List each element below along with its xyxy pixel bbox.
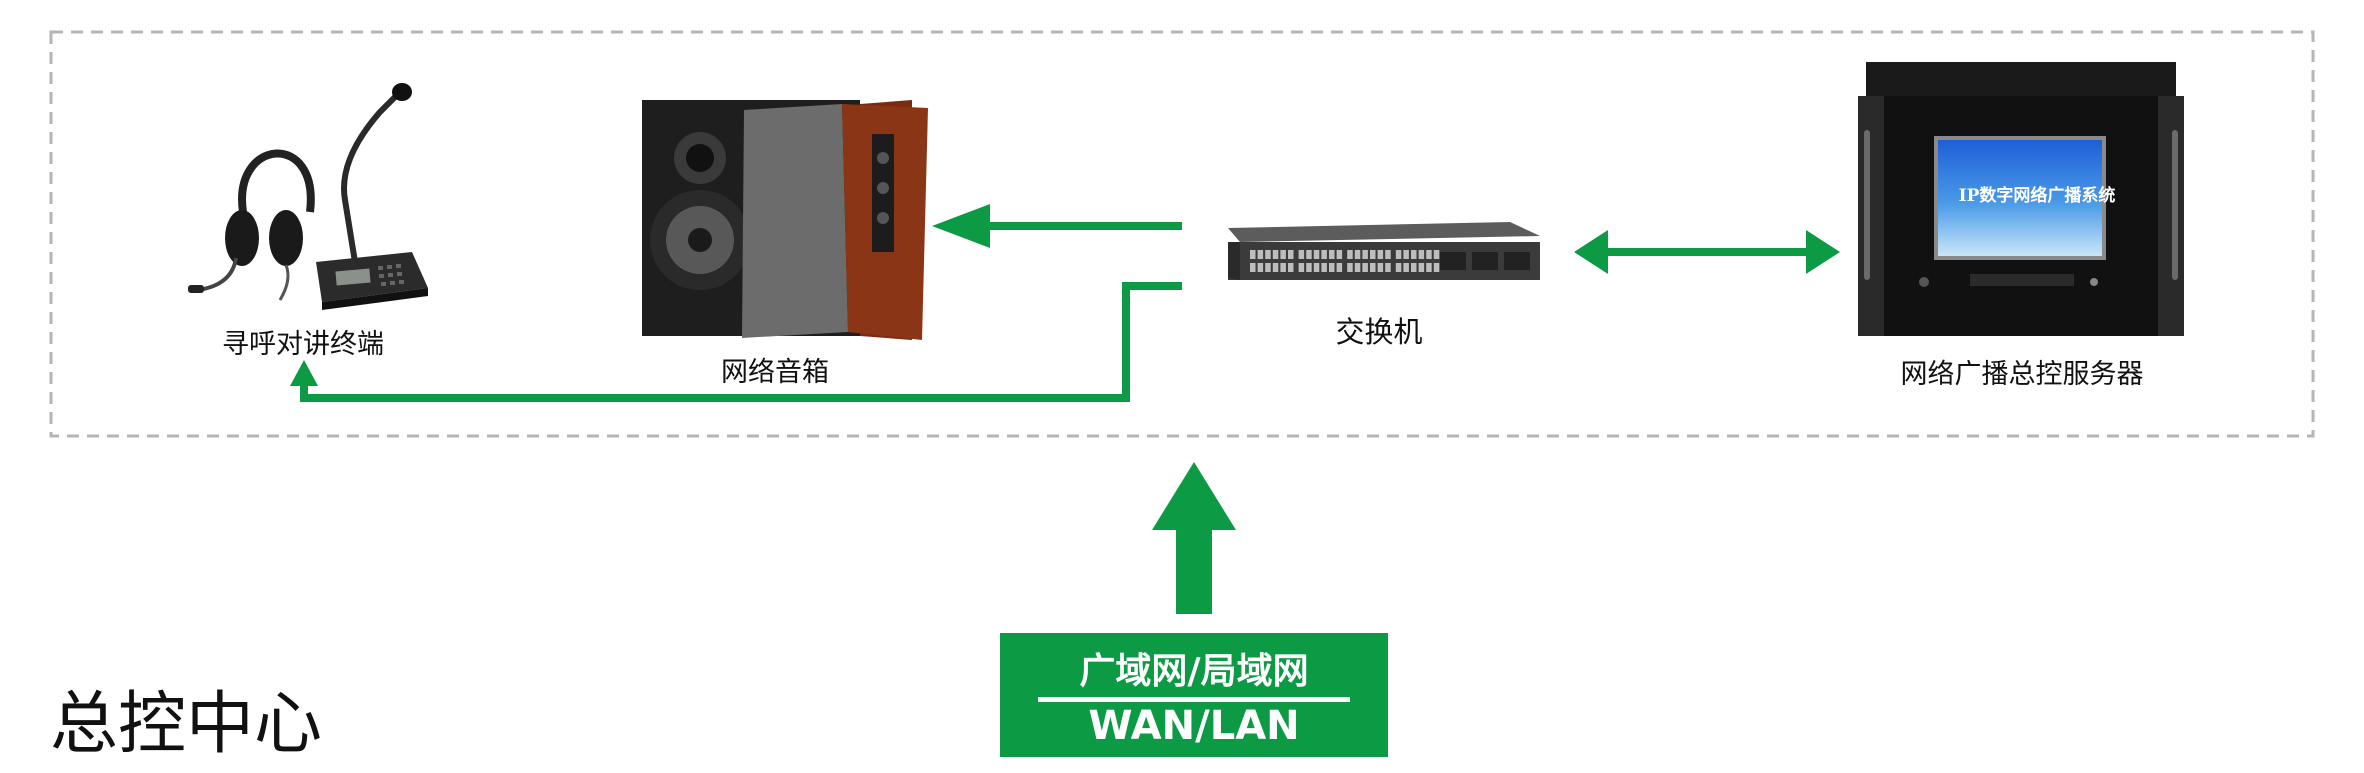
switch-port (1306, 250, 1312, 259)
switch-port (1395, 263, 1402, 272)
connection-arrows (290, 204, 1840, 614)
arrow-to-speaker-icon (932, 204, 990, 248)
switch-ports (1250, 250, 1440, 272)
network-switch-icon (1228, 222, 1540, 280)
switch-port (1336, 263, 1343, 272)
switch-port (1411, 250, 1417, 259)
speaker-label: 网络音箱 (721, 357, 829, 388)
switch-port (1418, 250, 1425, 259)
control-center-boundary (49, 30, 2315, 438)
switch-port (1418, 263, 1425, 272)
switch-port (1306, 263, 1312, 272)
switch-port (1272, 250, 1279, 259)
switch-port (1426, 263, 1432, 272)
switch-port (1403, 263, 1409, 272)
switch-port (1385, 250, 1391, 259)
line-switch-down (1122, 282, 1130, 402)
page-title: 总控中心 (50, 685, 323, 764)
switch-port (1265, 250, 1271, 259)
switch-port (1272, 263, 1279, 272)
paging-intercom-terminal-icon (188, 83, 428, 310)
wan-label-en: WAN/LAN (1088, 703, 1300, 749)
line-wan-up (1176, 528, 1212, 614)
switch-port (1347, 263, 1353, 272)
switch-port (1280, 250, 1286, 259)
server-label: 网络广播总控服务器 (1900, 359, 2144, 390)
arrow-right-server-icon (1806, 230, 1840, 274)
line-switch-to-speaker (980, 222, 1182, 230)
switch-port (1403, 250, 1409, 259)
arrow-left-switch-icon (1574, 230, 1608, 274)
switch-port (1250, 250, 1256, 259)
switch-port (1370, 250, 1376, 259)
switch-port (1329, 263, 1335, 272)
line-terminal-up (300, 382, 308, 402)
switch-port (1362, 263, 1368, 272)
switch-port (1354, 263, 1361, 272)
switch-port (1321, 250, 1327, 259)
wan-lan-box: 广域网/局域网 WAN/LAN (1000, 633, 1388, 757)
switch-port (1377, 263, 1384, 272)
switch-port (1347, 250, 1353, 259)
switch-port (1426, 250, 1432, 259)
switch-port (1377, 250, 1384, 259)
switch-label: 交换机 (1335, 315, 1423, 349)
switch-port (1288, 263, 1294, 272)
switch-port (1329, 250, 1335, 259)
switch-port (1313, 263, 1320, 272)
switch-port (1250, 263, 1256, 272)
switch-port (1395, 250, 1402, 259)
switch-port (1265, 263, 1271, 272)
arrow-wan-up-icon (1152, 462, 1236, 530)
switch-port (1257, 250, 1264, 259)
switch-port (1411, 263, 1417, 272)
switch-port (1288, 250, 1294, 259)
switch-port (1433, 250, 1440, 259)
line-switch-stub (1122, 282, 1182, 290)
terminal-label: 寻呼对讲终端 (222, 329, 384, 360)
line-switch-server (1600, 248, 1818, 256)
switch-port (1385, 263, 1391, 272)
arrow-to-terminal-icon (290, 360, 318, 386)
switch-port (1298, 250, 1305, 259)
switch-port (1336, 250, 1343, 259)
wan-divider (1038, 697, 1350, 702)
broadcast-server-icon (1858, 62, 2184, 336)
switch-port (1433, 263, 1440, 272)
server-screen-text: IP数字网络广播系统 (1958, 186, 2116, 206)
switch-port (1280, 263, 1286, 272)
switch-port (1370, 263, 1376, 272)
wan-label-cn: 广域网/局域网 (1079, 651, 1309, 692)
switch-port (1313, 250, 1320, 259)
switch-port (1354, 250, 1361, 259)
switch-port (1298, 263, 1305, 272)
switch-port (1362, 250, 1368, 259)
switch-port (1257, 263, 1264, 272)
network-speaker-icon (642, 100, 928, 340)
line-to-terminal (300, 394, 1130, 402)
switch-port (1321, 263, 1327, 272)
